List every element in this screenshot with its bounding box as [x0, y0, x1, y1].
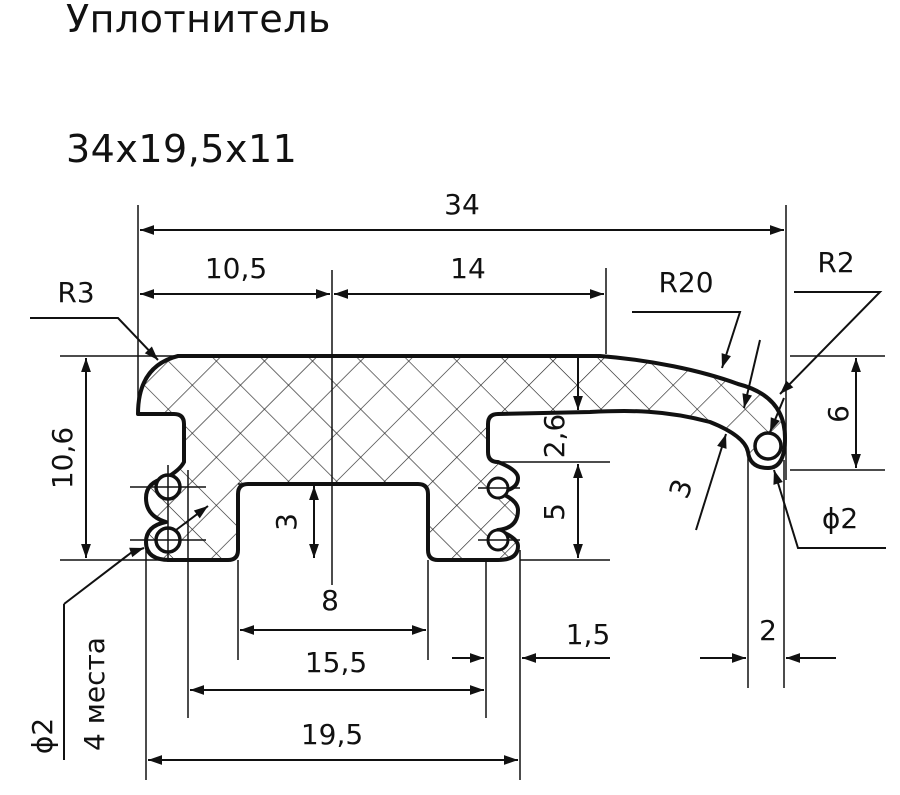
dim-tip-width: 2: [759, 614, 777, 647]
dim-hole-count: 4 места: [78, 637, 111, 751]
dim-radius-arc: R20: [658, 266, 713, 299]
leader-lines: [30, 291, 886, 760]
dim-groove-depth: 3: [270, 513, 303, 531]
dim-foot-height: 5: [538, 503, 571, 521]
part-size: 34х19,5х11: [66, 127, 298, 171]
dim-slot-width: 8: [321, 584, 339, 617]
dim-left-width: 10,5: [205, 252, 267, 285]
extension-lines: [60, 205, 885, 780]
seal-profile: [136, 354, 787, 562]
dim-height-total: 10,6: [46, 427, 79, 489]
dim-outer-width: 19,5: [301, 718, 363, 751]
dim-lip-thickness: 2,6: [538, 414, 571, 459]
dim-hole-right: ϕ2: [822, 502, 858, 535]
dim-radius-left: R3: [57, 276, 94, 309]
hole-tip: [753, 431, 783, 461]
dimension-lines: [81, 225, 861, 765]
dim-height-right: 6: [822, 405, 855, 423]
dim-tip-gap: 3: [663, 475, 700, 503]
dim-mid-width: 14: [450, 252, 486, 285]
dim-hole-left: ϕ2: [26, 718, 59, 754]
dim-overall-width: 34: [444, 188, 480, 221]
part-title: Уплотнитель: [66, 0, 331, 41]
dim-rib-step: 1,5: [566, 618, 611, 651]
dim-inner-width: 15,5: [305, 646, 367, 679]
dim-radius-tip: R2: [817, 246, 854, 279]
